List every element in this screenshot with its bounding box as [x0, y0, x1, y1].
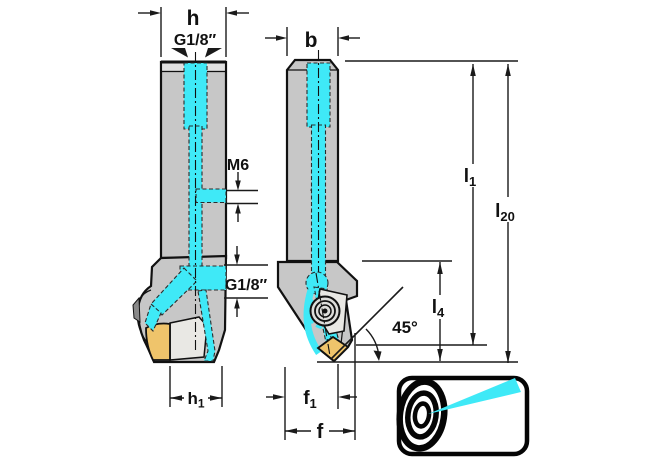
- dimension-g18-side: G1/8″: [224, 246, 268, 317]
- dim-label-l4: l4: [432, 297, 445, 320]
- dim-label-g18-side: G1/8″: [225, 277, 268, 294]
- dim-label-b: b: [305, 29, 318, 52]
- dim-label-f1: f1: [303, 388, 317, 411]
- dimension-l20: l20: [491, 64, 522, 363]
- dim-label-m6: M6: [227, 157, 249, 174]
- dim-label-45: 45°: [392, 318, 418, 337]
- clamp-screw: [309, 295, 341, 327]
- left-clamp: [169, 316, 208, 361]
- dim-label-g18-top: G1/8″: [174, 32, 217, 49]
- right-centerline-angled: [315, 272, 331, 357]
- reference-lines: [284, 60, 518, 440]
- dimension-g18-top: G1/8″: [171, 32, 222, 58]
- left-head-side-screw: [132, 296, 141, 323]
- coolant-jet-icon: [428, 378, 521, 414]
- right-view: [276, 50, 359, 363]
- dimension-h: h: [138, 7, 249, 57]
- dim-label-l20: l20: [495, 201, 515, 224]
- coolant-jet-curve: [303, 289, 322, 355]
- dimension-f1: f1: [266, 388, 357, 411]
- dimension-l4: l4: [427, 262, 451, 361]
- dimension-l1: l1: [460, 64, 481, 345]
- dim-label-h1: h1: [187, 389, 204, 411]
- dim-label-l1: l1: [464, 166, 477, 189]
- dim-label-f: f: [317, 421, 324, 443]
- dimension-angle-45: 45°: [330, 286, 418, 361]
- dimension-m6: M6: [226, 157, 258, 222]
- precision-coolant-target-icon: [396, 375, 530, 457]
- dim-label-h: h: [187, 7, 200, 30]
- dimension-h1: h1: [169, 366, 223, 411]
- right-insert: [316, 335, 350, 363]
- dimension-f: f: [285, 420, 355, 443]
- dimension-b: b: [265, 27, 360, 56]
- target-icon: [396, 378, 448, 452]
- left-view: [132, 52, 228, 364]
